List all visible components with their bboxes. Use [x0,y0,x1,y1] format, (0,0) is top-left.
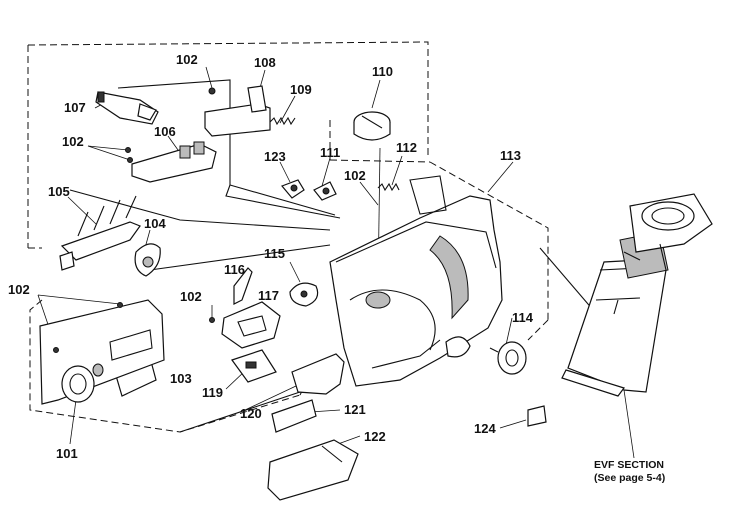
part-120-bracket [291,353,345,395]
part-107-bracket [95,91,159,125]
evf-note-line1: EVF SECTION [594,459,664,471]
label-102-mid: 102 [344,168,366,183]
label-101: 101 [56,446,78,461]
part-116-bracket [233,267,253,305]
part-101-front-panel [39,299,165,405]
label-114: 114 [512,310,534,325]
evf-viewfinder [561,193,713,397]
part-106-switch [125,141,217,183]
part-121-strip [271,399,317,433]
label-119: 119 [202,385,223,400]
label-103: 103 [170,371,192,386]
part-113-chassis [329,175,503,387]
label-121: 121 [344,402,366,417]
label-102-left: 102 [62,134,84,149]
part-115-gear [289,282,319,307]
part-119-board [231,349,277,383]
label-106: 106 [154,124,176,139]
part-117-plate [209,301,281,349]
label-110: 110 [372,64,393,79]
part-114-ring [489,341,527,375]
part-122-cover [267,439,359,501]
label-122: 122 [364,429,386,444]
part-111-lever [313,181,337,201]
label-104: 104 [144,216,166,231]
label-113: 113 [500,148,521,163]
part-124-cap [527,405,547,427]
label-111: 111 [320,145,340,160]
label-123: 123 [264,149,286,164]
label-120: 120 [240,406,262,421]
part-109-spring [269,116,296,126]
label-115: 115 [264,246,285,261]
label-116: 116 [224,262,245,277]
label-102-top: 102 [176,52,198,67]
label-102-front: 102 [8,282,30,297]
label-105: 105 [48,184,70,199]
part-112-spring [377,182,400,192]
label-108: 108 [254,55,276,70]
evf-note-line2: (See page 5-4) [594,472,665,484]
part-labels: 102 108 109 110 107 106 102 123 111 112 … [8,52,665,484]
part-108-bracket [204,85,271,137]
label-112: 112 [396,140,417,155]
label-117: 117 [258,288,279,303]
part-105-contacts [59,195,141,271]
part-123-lever [280,179,305,199]
label-107: 107 [64,100,86,115]
group-outline-main [27,41,429,249]
label-124: 124 [474,421,496,436]
part-110-knob [353,111,391,141]
label-102-lower: 102 [180,289,202,304]
part-104-cam [134,243,161,277]
label-109: 109 [290,82,312,97]
